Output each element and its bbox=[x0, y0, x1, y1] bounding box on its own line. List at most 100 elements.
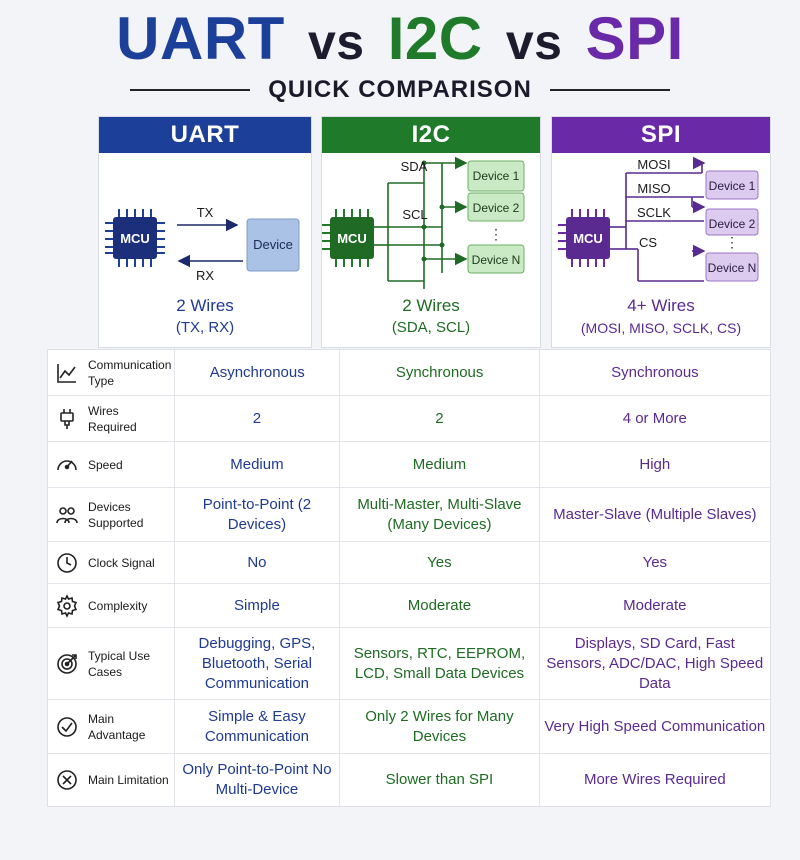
title-vs-1: vs bbox=[307, 14, 365, 70]
row-label: Communication Type bbox=[48, 350, 174, 395]
spi-line-sclk: SCLK bbox=[637, 205, 671, 220]
i2c-device-1-label: Device 1 bbox=[473, 169, 520, 183]
uart-wires: 2 Wires (TX, RX) bbox=[99, 295, 311, 339]
i2c-panel: I2C MCU bbox=[321, 116, 541, 348]
i2c-value: Synchronous bbox=[339, 350, 538, 395]
row-label-text: Complexity bbox=[88, 598, 148, 613]
row-label-text: Clock Signal bbox=[88, 555, 155, 570]
spi-device-n-label: Device N bbox=[708, 261, 757, 275]
row-label: Main Advantage bbox=[48, 700, 174, 753]
plug-icon bbox=[54, 406, 80, 432]
i2c-value: 2 bbox=[339, 396, 538, 441]
spi-panel: SPI MCU bbox=[551, 116, 771, 348]
row-label-text: Main Limitation bbox=[88, 773, 169, 787]
i2c-value: Moderate bbox=[339, 584, 538, 627]
spi-device-2: Device 2 bbox=[705, 208, 759, 236]
spi-value: More Wires Required bbox=[538, 754, 770, 806]
row-label-text: Wires Required bbox=[88, 403, 137, 434]
title-uart: UART bbox=[116, 5, 285, 72]
uart-device-label: Device bbox=[253, 237, 293, 252]
spi-value: Yes bbox=[538, 542, 770, 583]
spi-device-n: Device N bbox=[705, 252, 759, 282]
spi-value: Very High Speed Communication bbox=[538, 700, 770, 753]
table-row-devices-supported: Devices Supported Point-to-Point (2 Devi… bbox=[48, 488, 770, 542]
users-icon bbox=[54, 502, 80, 528]
uart-value: Medium bbox=[173, 442, 340, 487]
uart-device-box bbox=[246, 218, 300, 272]
target-icon bbox=[54, 651, 80, 677]
x-circle-icon bbox=[54, 767, 80, 793]
spi-value: Synchronous bbox=[538, 350, 770, 395]
row-label-text: Devices Supported bbox=[88, 499, 144, 530]
i2c-device-2: Device 2 bbox=[467, 192, 525, 222]
spi-wires: 4+ Wires (MOSI, MISO, SCLK, CS) bbox=[552, 295, 770, 339]
i2c-value: Sensors, RTC, EEPROM, LCD, Small Data De… bbox=[339, 628, 538, 699]
i2c-value: Yes bbox=[339, 542, 538, 583]
i2c-device-1: Device 1 bbox=[467, 160, 525, 192]
row-label: Devices Supported bbox=[48, 488, 174, 541]
uart-panel: UART MCU TX RX Device 2 Wires (TX, RX) bbox=[98, 116, 312, 348]
spi-mcu-chip: MCU bbox=[558, 209, 610, 267]
spi-line-miso: MISO bbox=[637, 181, 670, 196]
spi-line-cs: CS bbox=[639, 235, 657, 250]
subtitle-divider-left bbox=[130, 89, 251, 91]
spi-value: 4 or More bbox=[538, 396, 770, 441]
row-label: Wires Required bbox=[48, 396, 174, 441]
i2c-device-n-label: Device N bbox=[472, 253, 521, 267]
title-spi: SPI bbox=[585, 5, 684, 72]
uart-mcu-label: MCU bbox=[120, 231, 150, 246]
i2c-scl-label: SCL bbox=[402, 207, 427, 222]
i2c-value: Slower than SPI bbox=[339, 754, 538, 806]
subtitle: QUICK COMPARISON bbox=[268, 76, 532, 103]
table-row-typical-use-cases: Typical Use Cases Debugging, GPS, Blueto… bbox=[48, 628, 770, 700]
spi-value: Master-Slave (Multiple Slaves) bbox=[538, 488, 770, 541]
i2c-device-2-label: Device 2 bbox=[473, 201, 520, 215]
spi-value: Displays, SD Card, Fast Sensors, ADC/DAC… bbox=[538, 628, 770, 699]
spi-device-1: Device 1 bbox=[705, 170, 759, 200]
subtitle-bar: QUICK COMPARISON bbox=[0, 76, 800, 104]
uart-value: No bbox=[173, 542, 340, 583]
i2c-value: Medium bbox=[339, 442, 538, 487]
i2c-value: Only 2 Wires for Many Devices bbox=[339, 700, 538, 753]
uart-tx-label: TX bbox=[197, 205, 214, 220]
spi-device-2-label: Device 2 bbox=[709, 217, 756, 231]
i2c-mcu-chip: MCU bbox=[322, 209, 374, 267]
uart-header: UART bbox=[99, 117, 311, 153]
spi-mcu-label: MCU bbox=[573, 231, 603, 246]
spi-more-ellipsis: ⋮ bbox=[725, 234, 739, 250]
uart-value: Simple bbox=[173, 584, 340, 627]
i2c-bus-lines bbox=[374, 156, 468, 289]
table-row-main-limitation: Main Limitation Only Point-to-Point No M… bbox=[48, 754, 770, 806]
row-label: Complexity bbox=[48, 584, 174, 627]
spi-value: High bbox=[538, 442, 770, 487]
uart-wire-count: 2 Wires bbox=[176, 296, 234, 315]
table-row-clock-signal: Clock Signal No Yes Yes bbox=[48, 542, 770, 584]
row-label-text: Main Advantage bbox=[88, 711, 146, 742]
gear-icon bbox=[54, 593, 80, 619]
row-label-text: Speed bbox=[88, 457, 123, 472]
table-row-main-advantage: Main Advantage Simple & Easy Communicati… bbox=[48, 700, 770, 754]
uart-value: Only Point-to-Point No Multi-Device bbox=[173, 754, 340, 806]
uart-value: 2 bbox=[173, 396, 340, 441]
table-row-speed: Speed Medium Medium High bbox=[48, 442, 770, 488]
row-label-text: Typical Use Cases bbox=[88, 648, 151, 679]
page-title: UART vs I2C vs SPI bbox=[0, 4, 800, 77]
clock-icon bbox=[54, 550, 80, 576]
i2c-header: I2C bbox=[322, 117, 540, 153]
i2c-value: Multi-Master, Multi-Slave (Many Devices) bbox=[339, 488, 538, 541]
uart-diagram: MCU TX RX Device bbox=[105, 205, 300, 283]
row-label: Speed bbox=[48, 442, 174, 487]
table-row-communication-type: Communication Type Asynchronous Synchron… bbox=[48, 350, 770, 396]
i2c-mcu-label: MCU bbox=[337, 231, 367, 246]
row-label-text: Communication Type bbox=[88, 357, 172, 388]
table-row-wires-required: Wires Required 2 2 4 or More bbox=[48, 396, 770, 442]
table-row-complexity: Complexity Simple Moderate Moderate bbox=[48, 584, 770, 628]
chart-icon bbox=[54, 360, 80, 386]
uart-wire-signals: (TX, RX) bbox=[175, 319, 235, 336]
uart-value: Point-to-Point (2 Devices) bbox=[173, 488, 340, 541]
row-label: Typical Use Cases bbox=[48, 628, 174, 699]
uart-value: Asynchronous bbox=[174, 350, 339, 395]
i2c-wire-signals: (SDA, SCL) bbox=[391, 319, 471, 336]
spi-line-mosi: MOSI bbox=[637, 157, 670, 172]
i2c-more-ellipsis: ⋮ bbox=[489, 226, 503, 242]
